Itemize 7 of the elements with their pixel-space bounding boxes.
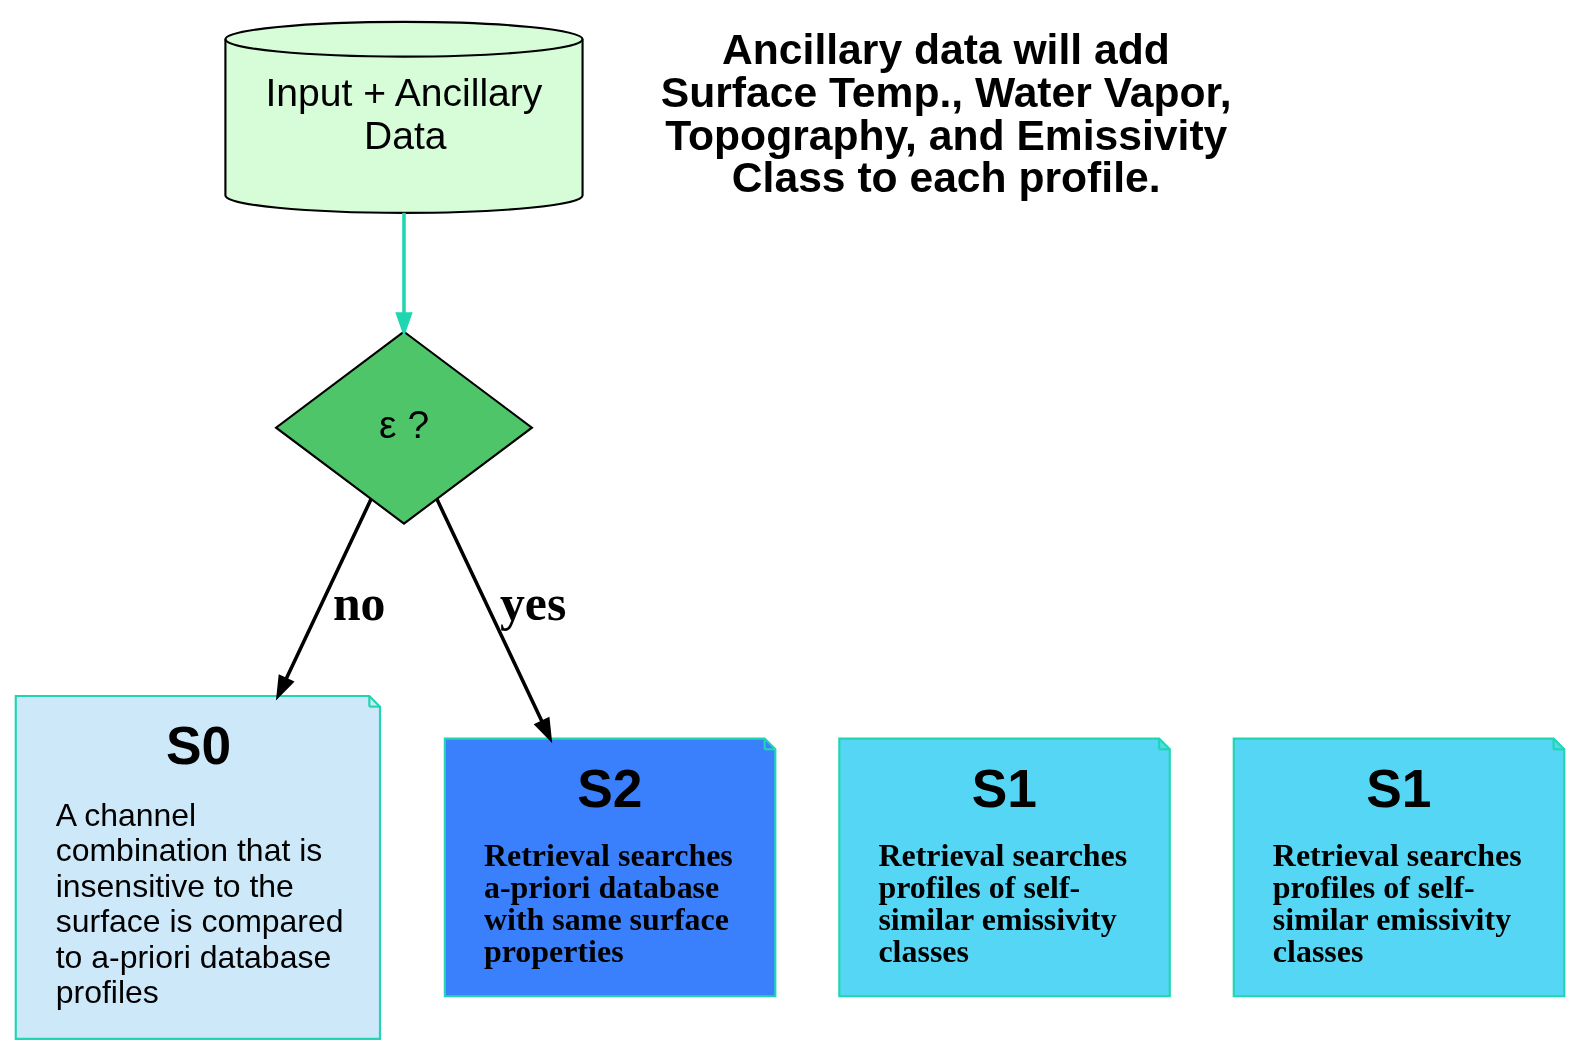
node-diamond: ε ?: [274, 329, 534, 525]
arrow: [435, 497, 553, 743]
label: Ancillary data will add Surface Temp., Water Vapor, Topography, and Emissivity Class to each profile.: [660, 24, 1232, 201]
edge-label: no: [332, 575, 386, 631]
arrow: [275, 497, 373, 700]
edge-label: yes: [499, 575, 567, 631]
arrow: [395, 212, 413, 337]
